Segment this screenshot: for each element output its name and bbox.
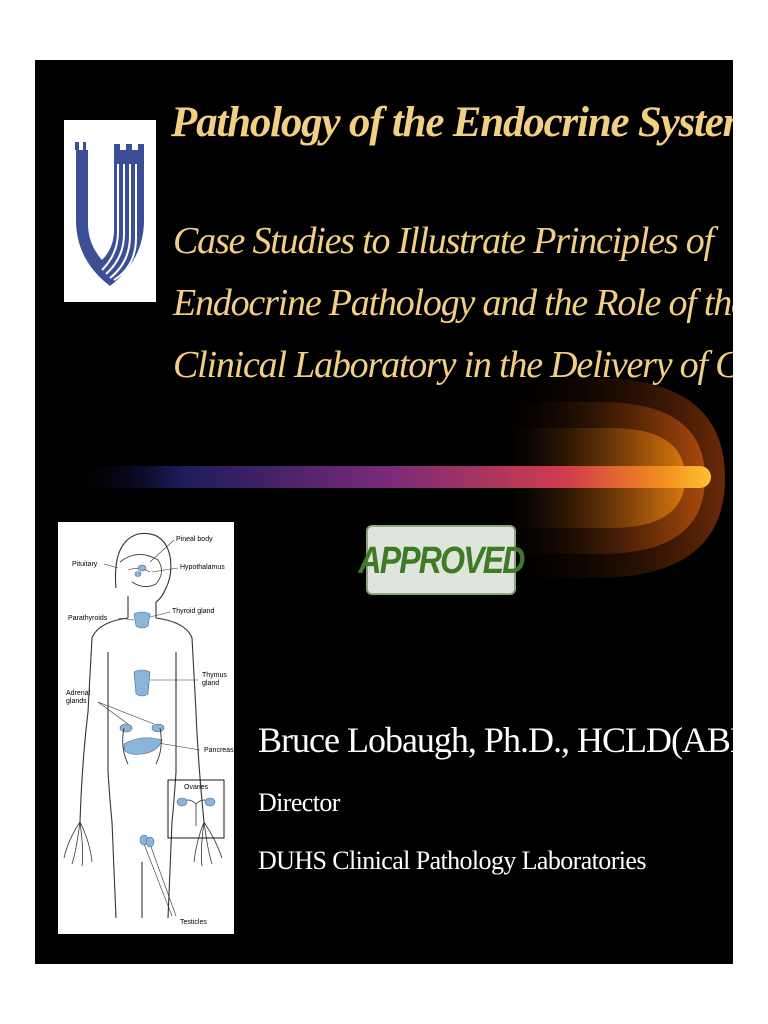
label-pineal-body: Pineal body [176, 536, 213, 543]
subtitle-line: Clinical Laboratory in the Delivery of C… [173, 344, 733, 386]
subtitle-line: Case Studies to Illustrate Principles of [173, 220, 714, 262]
label-thyroid-gland: Thyroid gland [172, 608, 215, 615]
slide-title: Pathology of the Endocrine System II: [171, 99, 733, 146]
label-thymus-line1: Thymus [202, 672, 227, 679]
label-adrenal-line2: glands [66, 698, 87, 705]
approved-stamp: APPROVED [358, 525, 525, 595]
label-pituitary: Pituitary [72, 561, 98, 568]
label-thymus-line2: gland [202, 680, 220, 687]
label-ovaries: Ovaries [184, 784, 209, 791]
slide: Pathology of the Endocrine System II: Ca… [35, 60, 733, 964]
author-organization: DUHS Clinical Pathology Laboratories [258, 846, 646, 875]
subtitle-line: Endocrine Pathology and the Role of the [173, 282, 733, 324]
label-parathyroids: Parathyroids [68, 615, 108, 622]
comet-beam-graphic [65, 378, 725, 578]
label-hypothalamus: Hypothalamus [180, 564, 225, 571]
label-pancreas: Pancreas [204, 747, 234, 754]
author-role: Director [258, 788, 340, 817]
author-name: Bruce Lobaugh, Ph.D., HCLD(ABB) [258, 720, 733, 760]
endocrine-system-diagram: Pineal body Pituitary Hypothalamus Thyro… [58, 522, 234, 934]
slide-subtitle: Case Studies to Illustrate Principles of… [173, 210, 733, 396]
duke-shield-logo [64, 120, 156, 302]
label-testicles: Testicles [180, 919, 207, 926]
approved-stamp-label: APPROVED [358, 537, 525, 581]
label-adrenal-line1: Adrenal [66, 690, 91, 697]
